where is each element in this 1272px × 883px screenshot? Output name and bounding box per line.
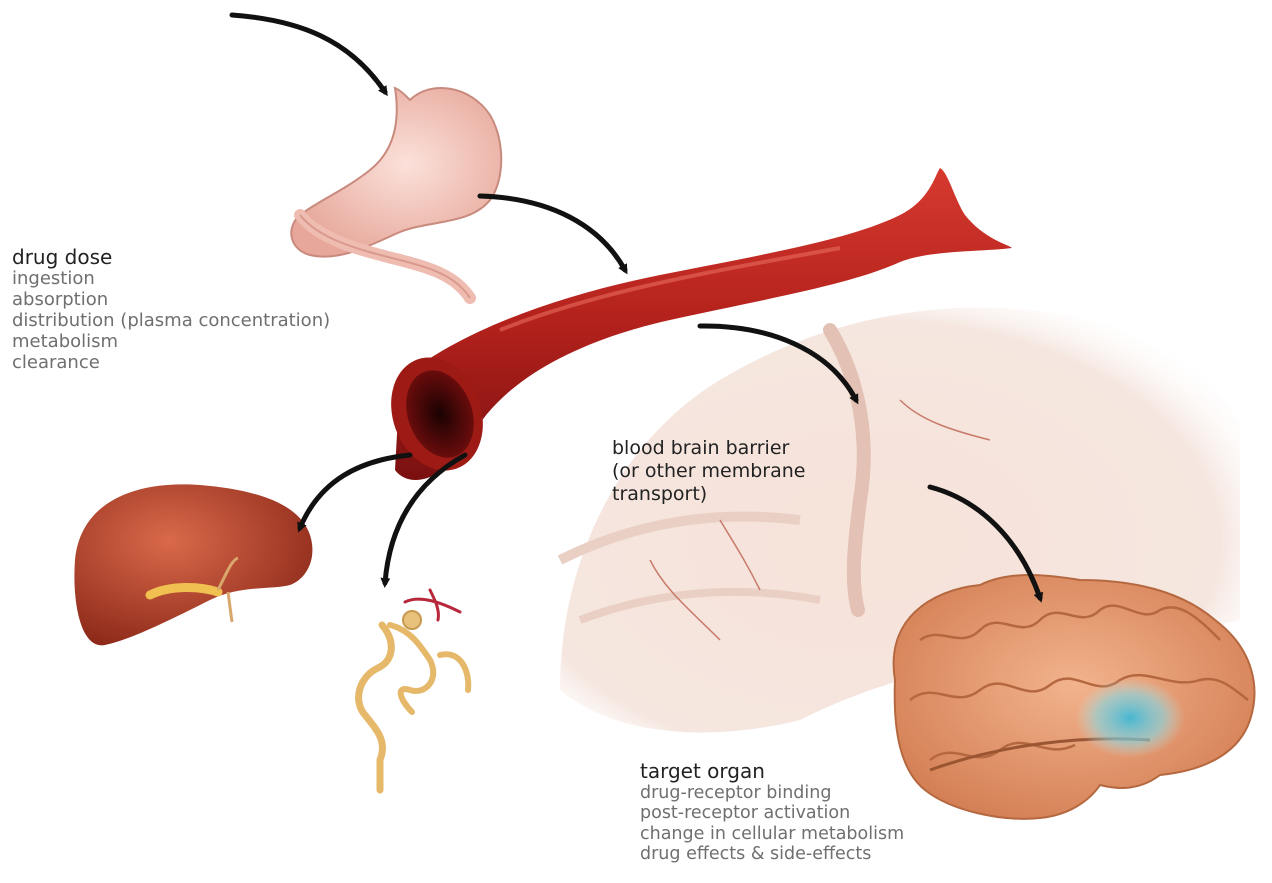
drug-dose-step: metabolism — [12, 332, 330, 353]
target-spot — [1075, 678, 1185, 758]
drug-dose-block: drug dose ingestion absorption distribut… — [12, 246, 330, 374]
nephron-illustration — [359, 590, 469, 790]
flow-arrow — [300, 455, 410, 528]
drug-dose-step: absorption — [12, 290, 330, 311]
target-organ-step: change in cellular metabolism — [640, 824, 904, 844]
barrier-line: transport) — [612, 483, 806, 506]
target-organ-block: target organ drug-receptor binding post-… — [640, 760, 904, 864]
liver-illustration — [74, 484, 312, 645]
drug-dose-step: distribution (plasma concentration) — [12, 311, 330, 332]
target-organ-step: post-receptor activation — [640, 803, 904, 823]
barrier-line: (or other membrane — [612, 460, 806, 483]
target-organ-title: target organ — [640, 760, 904, 783]
flow-arrow — [480, 196, 625, 270]
target-organ-step: drug effects & side-effects — [640, 844, 904, 864]
target-organ-step: drug-receptor binding — [640, 783, 904, 803]
drug-dose-step: clearance — [12, 353, 330, 374]
brain-illustration — [894, 575, 1255, 819]
flow-arrow — [232, 15, 385, 92]
barrier-line: blood brain barrier — [612, 437, 806, 460]
barrier-label: blood brain barrier (or other membrane t… — [612, 437, 806, 505]
drug-dose-title: drug dose — [12, 246, 330, 269]
drug-dose-step: ingestion — [12, 269, 330, 290]
